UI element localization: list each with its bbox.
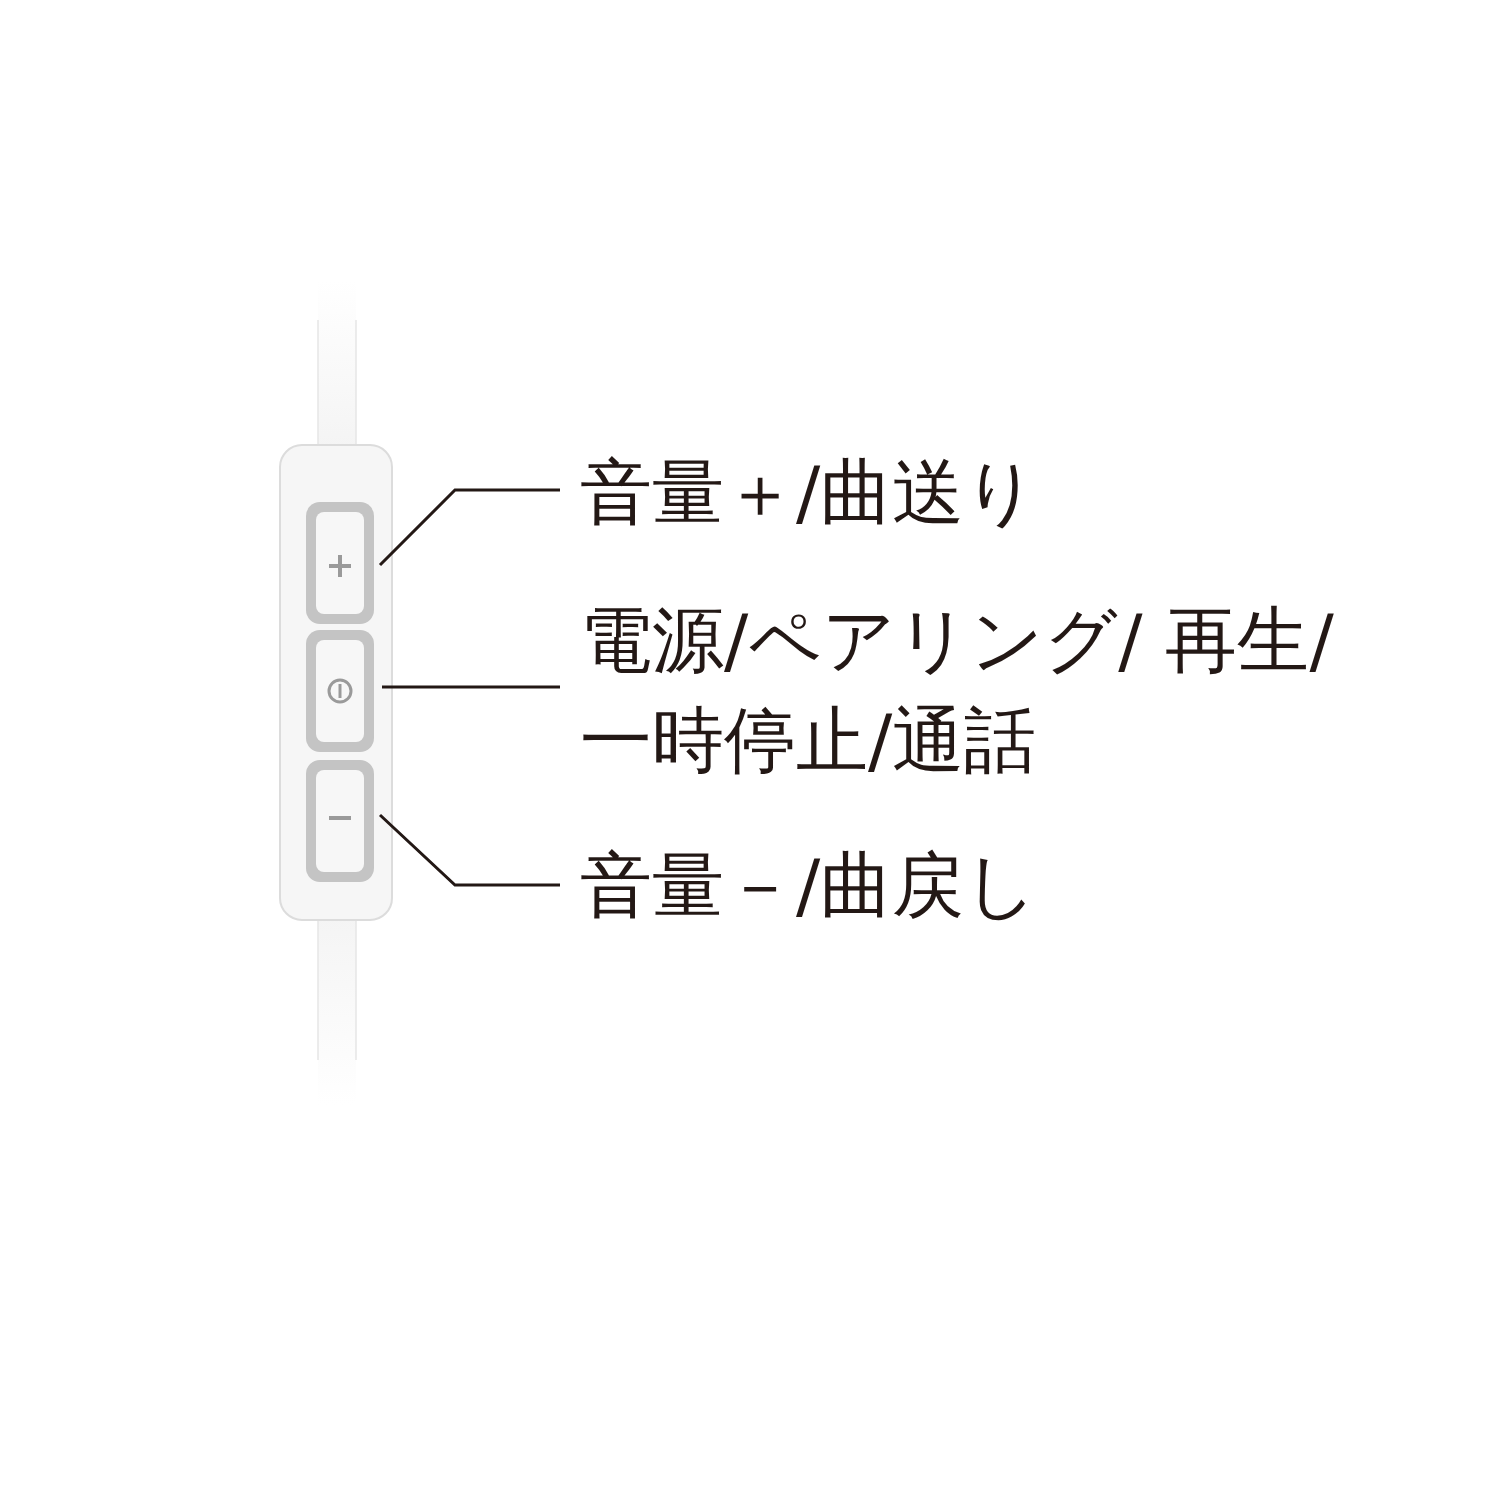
callout-label: 音量－/曲戻し xyxy=(580,835,1038,935)
minus-button xyxy=(306,760,374,882)
plus-button xyxy=(306,502,374,624)
callout-label: 音量＋/曲送り xyxy=(580,442,1038,542)
remote-body xyxy=(280,445,392,920)
leader-lines xyxy=(380,490,560,885)
power-button xyxy=(306,630,374,752)
callout-label: 電源/ペアリング/ 再生/一時停止/通話 xyxy=(580,590,1380,790)
